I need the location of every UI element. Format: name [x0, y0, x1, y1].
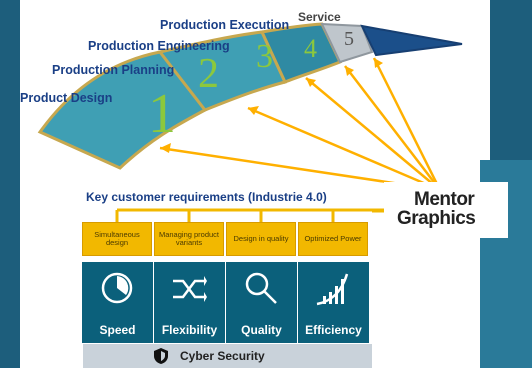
stage-number-4: 4 — [304, 34, 317, 63]
pillar-quality: Quality — [226, 262, 297, 343]
stopwatch-icon — [101, 272, 133, 304]
logo-line-1: Mentor — [414, 189, 475, 210]
pillar-flexibility: Flexibility — [154, 262, 225, 343]
pillar-efficiency: Efficiency — [298, 262, 369, 343]
mentor-graphics-logo: Mentor Graphics — [384, 182, 508, 238]
requirement-simultaneous-design: Simultaneous design — [82, 222, 152, 256]
stage-label-service: Service — [298, 10, 341, 24]
pillar-speed: Speed — [82, 262, 153, 343]
pillar-speed-label: Speed — [99, 323, 136, 337]
shuffle-icon — [173, 276, 207, 302]
logo-connector — [372, 209, 384, 213]
logo-line-2: Graphics — [397, 208, 476, 229]
requirement-managing-product-variants: Managing product variants — [154, 222, 224, 256]
stage-number-3: 3 — [256, 38, 273, 75]
arrows — [159, 57, 442, 190]
cyber-security-band: Cyber Security — [83, 344, 372, 368]
rising-curve-icon — [316, 273, 349, 306]
stage-label-production-planning: Production Planning — [52, 63, 175, 77]
magnifier-icon — [245, 272, 277, 304]
cyber-security-label: Cyber Security — [180, 349, 265, 363]
stage-number-1: 1 — [148, 83, 176, 145]
requirement-design-in-quality: Design in quality — [226, 222, 296, 256]
stage-number-5: 5 — [344, 28, 354, 50]
pillar-flexibility-label: Flexibility — [161, 323, 218, 337]
path-piece-5 — [360, 24, 463, 57]
requirement-optimized-power: Optimized Power — [298, 222, 368, 256]
key-requirements-title: Key customer requirements (Industrie 4.0… — [86, 190, 327, 204]
stage-label-production-execution: Production Execution — [160, 18, 290, 32]
pillar-quality-label: Quality — [241, 323, 282, 337]
path-piece-4 — [320, 22, 374, 64]
stage-number-2: 2 — [198, 51, 219, 97]
requirements-connector — [115, 208, 400, 222]
shield-icon — [154, 348, 168, 364]
value-chain-path — [37, 22, 463, 190]
pillar-efficiency-label: Efficiency — [305, 323, 362, 337]
stage-label-production-engineering: Production Engineering — [88, 39, 230, 53]
stage-label-product-design: Product Design — [20, 91, 113, 105]
